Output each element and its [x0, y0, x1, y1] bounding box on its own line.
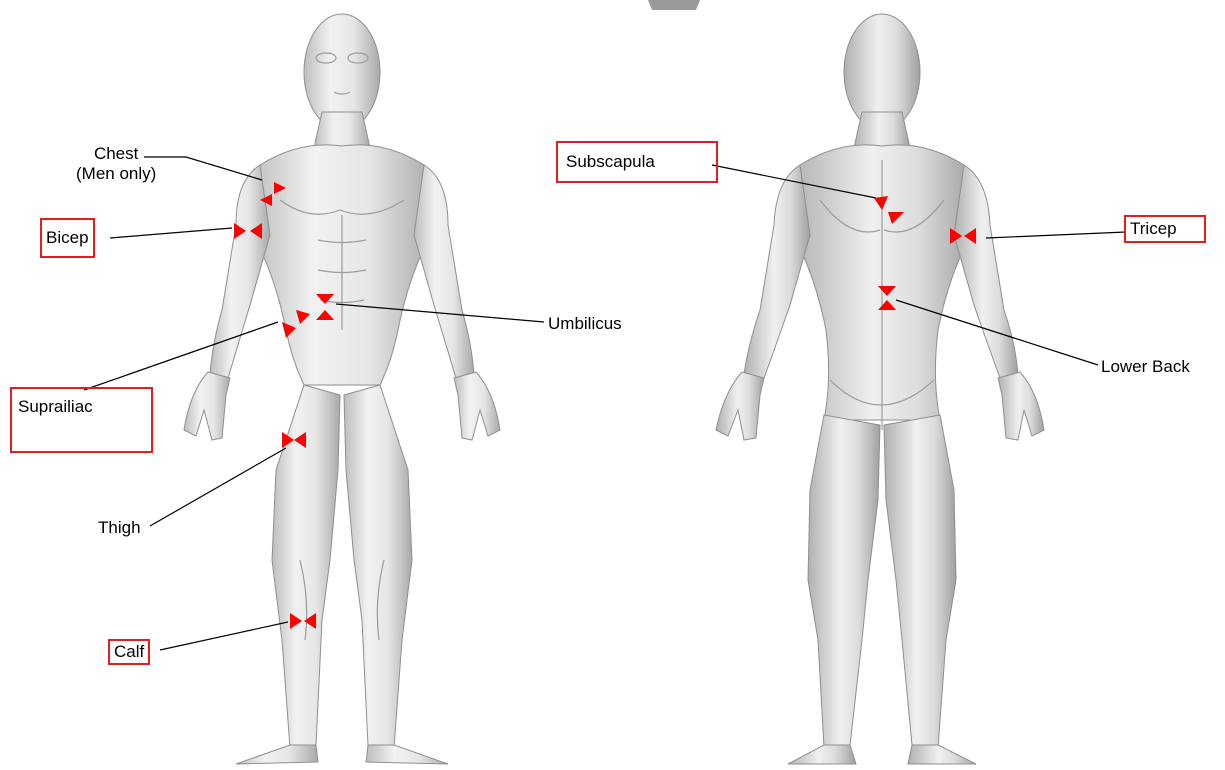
label-chest-line2: (Men only) [76, 164, 156, 184]
label-umbilicus: Umbilicus [548, 314, 622, 334]
label-chest-line1: Chest [76, 144, 156, 164]
partial-figure-top [648, 0, 700, 10]
back-body-figure [716, 14, 1044, 764]
label-lower-back: Lower Back [1101, 357, 1190, 377]
leader-line-bicep [110, 228, 232, 238]
label-chest: Chest (Men only) [76, 144, 156, 184]
leader-line-suprailiac [84, 322, 278, 390]
label-calf: Calf [108, 639, 150, 665]
leader-line-calf [160, 622, 288, 650]
front-body-figure [184, 14, 500, 764]
leader-line-tricep [986, 232, 1126, 238]
label-subscapula: Subscapula [556, 141, 718, 183]
label-thigh: Thigh [98, 518, 141, 538]
leader-line-chest [144, 157, 262, 180]
label-tricep: Tricep [1124, 215, 1206, 243]
label-bicep: Bicep [40, 218, 95, 258]
leader-line-thigh [150, 448, 286, 526]
label-suprailiac: Suprailiac [10, 387, 153, 453]
